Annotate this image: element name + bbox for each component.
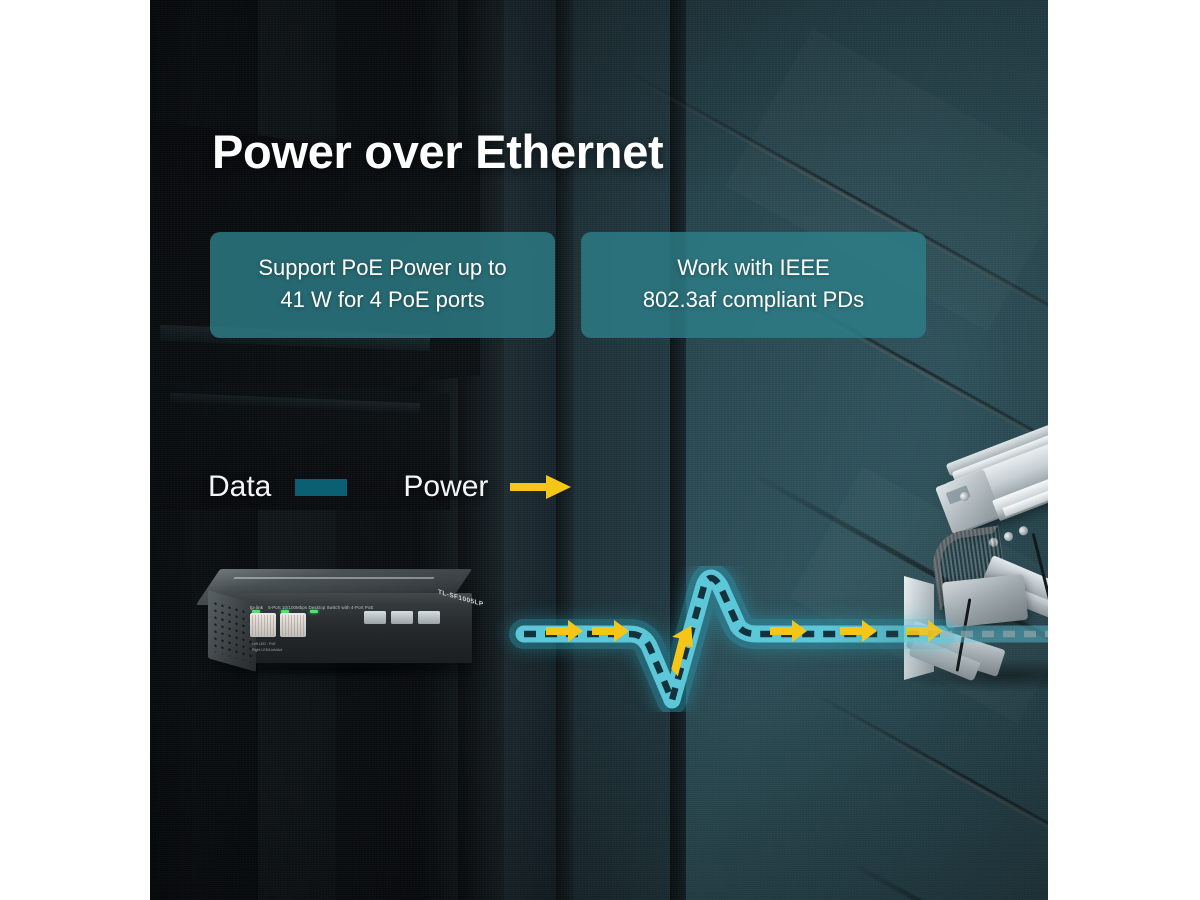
switch-legend-line-1: Left LED : PoE xyxy=(252,642,276,647)
cctv-camera-device xyxy=(892,388,1048,705)
rj45-port xyxy=(250,613,276,637)
feature-badge: Support PoE Power up to 41 W for 4 PoE p… xyxy=(210,232,555,338)
wall-strip xyxy=(574,0,670,900)
power-arrow-icon xyxy=(510,473,572,501)
wall-strip xyxy=(458,0,504,900)
feature-badge: Work with IEEE 802.3af compliant PDs xyxy=(581,232,926,338)
status-led xyxy=(310,610,318,614)
photo-vignette xyxy=(150,0,1048,900)
switch-top-seam xyxy=(233,577,435,579)
data-swatch-icon xyxy=(295,478,348,496)
screw-icon xyxy=(1017,524,1030,537)
legend: Data Power xyxy=(208,470,572,504)
switch-legend-text: Left LED : PoE Right LED/Link/Act xyxy=(252,642,282,653)
switch-chassis: tp-link 5-Port 10/100Mbps Desktop Switch… xyxy=(208,590,472,672)
switch-led-row xyxy=(252,610,318,614)
rj45-port xyxy=(418,611,440,624)
switch-shadow xyxy=(226,661,462,677)
switch-legend-line-2: Right LED/Link/Act xyxy=(252,647,283,652)
switch-description-text: 5-Port 10/100Mbps Desktop Switch with 4-… xyxy=(268,605,374,610)
rj45-port xyxy=(391,611,413,624)
wall-strip xyxy=(504,0,556,900)
switch-front-face: tp-link 5-Port 10/100Mbps Desktop Switch… xyxy=(246,601,466,657)
switch-brand-row: tp-link 5-Port 10/100Mbps Desktop Switch… xyxy=(250,603,464,612)
badge-line-2: 41 W for 4 PoE ports xyxy=(280,286,485,312)
rj45-port xyxy=(364,611,386,624)
legend-power-label: Power xyxy=(403,470,489,503)
rj45-port xyxy=(280,613,306,637)
legend-data-label: Data xyxy=(208,470,272,503)
poe-switch-device: tp-link 5-Port 10/100Mbps Desktop Switch… xyxy=(195,565,500,695)
badge-line-1: Support PoE Power up to xyxy=(258,255,507,280)
photo-scene: Power over Ethernet Support PoE Power up… xyxy=(150,0,1048,900)
badge-line-2: 802.3af compliant PDs xyxy=(642,286,865,312)
status-led xyxy=(281,610,289,614)
switch-rj45-ports xyxy=(250,613,306,637)
photo-grain xyxy=(150,0,1048,900)
status-led xyxy=(252,610,260,614)
screw-icon xyxy=(1002,530,1015,543)
feature-badges: Support PoE Power up to 41 W for 4 PoE p… xyxy=(210,232,926,338)
badge-line-1: Work with IEEE xyxy=(677,255,830,280)
switch-rear-ports xyxy=(364,611,440,624)
camera-pivot-joint xyxy=(941,573,1029,629)
page-title: Power over Ethernet xyxy=(212,125,664,178)
tp-link-logo: tp-link xyxy=(250,605,264,610)
